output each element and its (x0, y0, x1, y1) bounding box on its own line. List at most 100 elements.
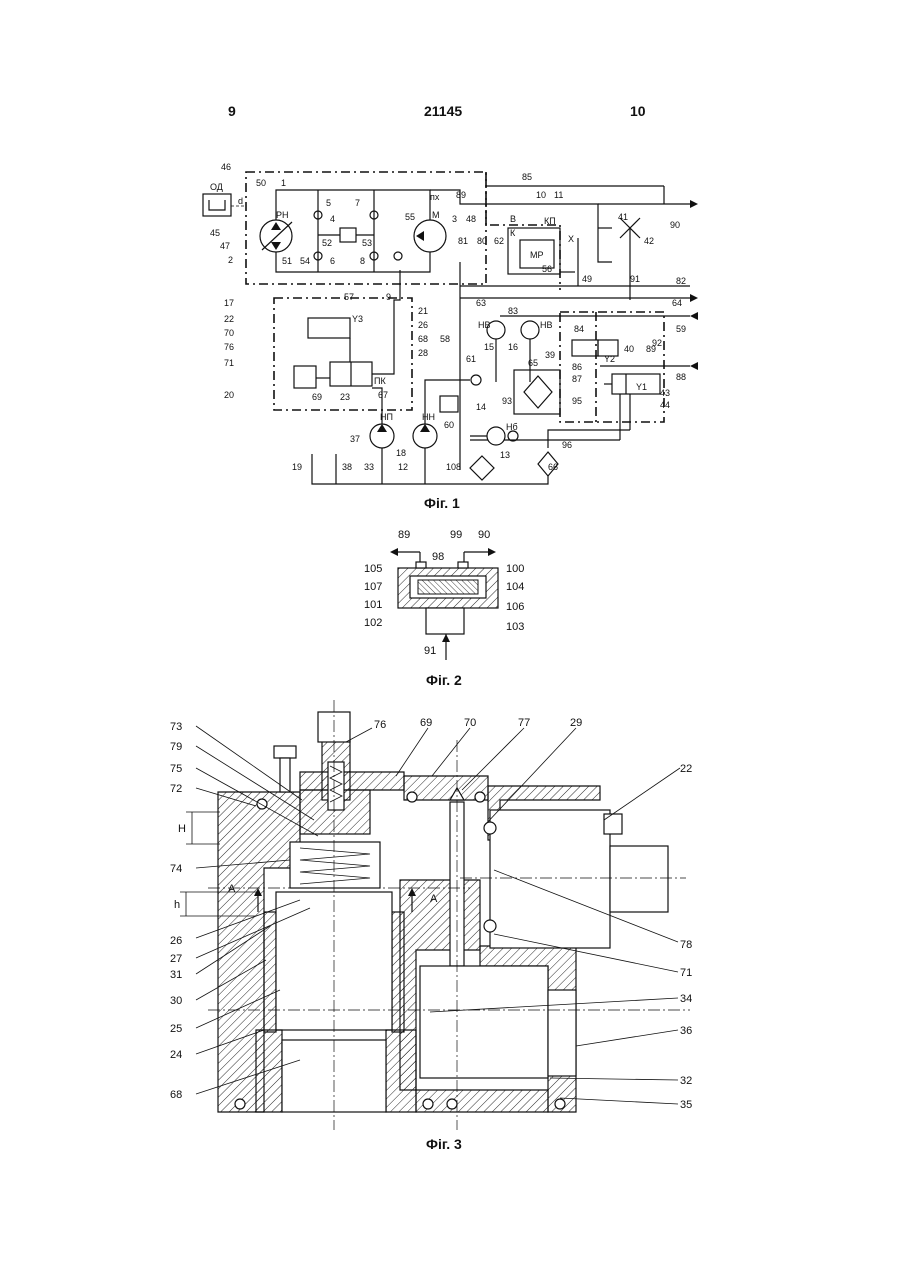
letter-nv-2: НВ (540, 320, 553, 330)
label: 25 (170, 1023, 182, 1035)
label: 76 (224, 342, 234, 352)
label: 79 (170, 741, 182, 753)
label: 88 (676, 372, 686, 382)
label: 84 (574, 324, 584, 334)
label: 17 (224, 298, 234, 308)
label: 31 (170, 969, 182, 981)
label: 69 (312, 392, 322, 402)
letter-x: X (568, 234, 574, 244)
label: 101 (364, 599, 382, 611)
label: 91 (424, 645, 436, 657)
label: 8 (360, 256, 365, 266)
label: 29 (570, 717, 582, 729)
letter-kp: КП (544, 216, 556, 226)
label: 12 (398, 462, 408, 472)
accumulator-60 (440, 396, 458, 412)
letter-mr: МР (530, 250, 544, 260)
label: 22 (224, 314, 234, 324)
label: 95 (572, 396, 582, 406)
letter-nv-1: НВ (478, 320, 491, 330)
chamber-34 (420, 966, 548, 1078)
label: A (430, 893, 438, 905)
label: 100 (506, 563, 524, 575)
label: 67 (378, 390, 388, 400)
label: 4 (330, 214, 335, 224)
letter-nb: Нб (506, 422, 518, 432)
label: 105 (364, 563, 382, 575)
sleeve-left (264, 912, 276, 1032)
letter-rn: РН (276, 210, 289, 220)
label: 59 (676, 324, 686, 334)
label: 6 (330, 256, 335, 266)
label: 13 (500, 450, 510, 460)
label: 85 (522, 172, 532, 182)
label: 46 (221, 162, 231, 172)
label: 96 (562, 440, 572, 450)
letter-k: К (510, 228, 516, 238)
label: 78 (680, 939, 692, 951)
label: 99 (450, 529, 462, 541)
label: 30 (170, 995, 182, 1007)
label: 35 (680, 1099, 692, 1111)
spool (418, 580, 478, 594)
label: A (228, 883, 236, 895)
label: 71 (224, 358, 234, 368)
label: 103 (506, 621, 524, 633)
label: 90 (478, 529, 490, 541)
label: 44 (660, 400, 670, 410)
label: 23 (340, 392, 350, 402)
caption-fig-2: Фіг. 2 (426, 672, 462, 688)
label: 93 (502, 396, 512, 406)
letter-y2: Y2 (604, 354, 615, 364)
label: 106 (506, 601, 524, 613)
bolt-head (274, 746, 296, 758)
figure-2-valve (390, 548, 498, 660)
label: 70 (464, 717, 476, 729)
letter-np: НП (380, 412, 393, 422)
letter-od: ОД (210, 182, 223, 192)
filter-108 (470, 456, 494, 480)
connector-box (610, 846, 668, 912)
label: 62 (494, 236, 504, 246)
label: 49 (582, 274, 592, 284)
label: 107 (364, 581, 382, 593)
valve-84 (572, 340, 598, 356)
label: 90 (670, 220, 680, 230)
label: 41 (618, 212, 628, 222)
label: 91 (630, 274, 640, 284)
label: 76 (374, 719, 386, 731)
letter-pkh: пх (430, 192, 440, 202)
label: 89 (398, 529, 410, 541)
letter-m: М (432, 210, 440, 220)
label: 64 (672, 298, 682, 308)
label: 47 (220, 241, 230, 251)
label: 73 (170, 721, 182, 733)
label: 22 (680, 763, 692, 775)
label: 55 (405, 212, 415, 222)
pump-nv-2 (521, 321, 539, 339)
label: 68 (170, 1089, 182, 1101)
label: 92 (652, 338, 662, 348)
label: 102 (364, 617, 382, 629)
letter-v: В (510, 214, 516, 224)
label: 45 (210, 228, 220, 238)
label: 43 (660, 388, 670, 398)
label: 38 (342, 462, 352, 472)
label: 56 (542, 264, 552, 274)
label: 70 (224, 328, 234, 338)
label: 48 (466, 214, 476, 224)
label: 26 (170, 935, 182, 947)
label: 16 (508, 342, 518, 352)
label: 66 (548, 462, 558, 472)
label: 21 (418, 306, 428, 316)
label: 50 (256, 178, 266, 188)
label: 89 (456, 190, 466, 200)
label: 69 (420, 717, 432, 729)
plug-36 (548, 990, 576, 1076)
label: H (178, 823, 186, 835)
label: 40 (624, 344, 634, 354)
pump-nb (487, 427, 505, 445)
label: 3 (452, 214, 457, 224)
label: 53 (362, 238, 372, 248)
